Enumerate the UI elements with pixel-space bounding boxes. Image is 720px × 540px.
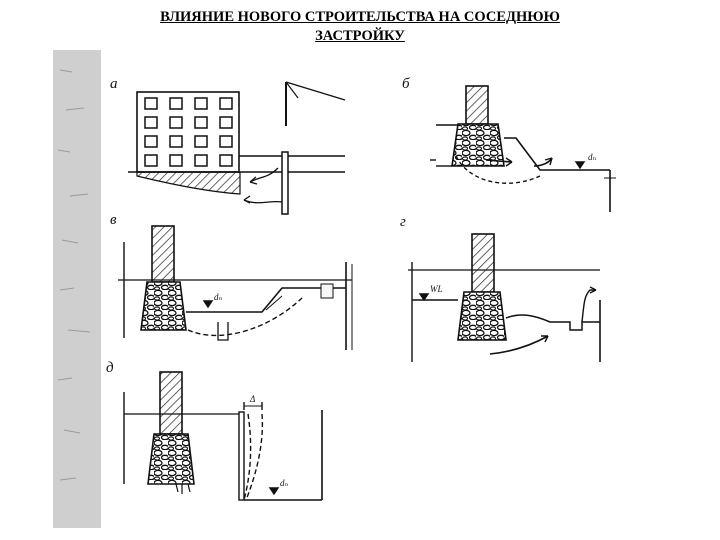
rubble-foundation: [457, 291, 507, 341]
excavation-profile: [505, 314, 600, 331]
panel-d-level-mark: dₙ: [280, 478, 289, 488]
rubble-foundation: [140, 281, 187, 331]
rubble-foundation: [451, 123, 505, 167]
existing-building: [136, 91, 240, 173]
wall-column: [471, 233, 495, 293]
wall-deflection: [243, 413, 252, 501]
panel-g-letter: г: [400, 214, 406, 230]
rubble-foundation: [147, 433, 195, 485]
title-line-1: ВЛИЯНИЕ НОВОГО СТРОИТЕЛЬСТВА НА СОСЕДНЮЮ: [160, 9, 560, 25]
title-line-2: ЗАСТРОЙКУ: [315, 28, 405, 44]
panel-g: г WL: [400, 214, 601, 362]
settlement-zone: [136, 171, 241, 195]
excavation-profile: [186, 287, 346, 313]
panel-b: б dₙ: [402, 76, 616, 212]
scan-edge-strip: [53, 50, 101, 528]
panel-a-letter: а: [110, 76, 118, 92]
wall-column: [159, 371, 183, 435]
panel-v: в dₙ: [110, 212, 353, 350]
wall-column: [151, 225, 175, 283]
building-windows: [144, 97, 233, 167]
retaining-wall: [238, 411, 245, 501]
slip-curve: [187, 297, 303, 337]
panel-b-letter: б: [402, 76, 410, 92]
panel-d-letter: д: [106, 360, 114, 376]
panel-v-letter: в: [110, 212, 117, 228]
sheet-pile: [281, 151, 289, 215]
slide-title: ВЛИЯНИЕ НОВОГО СТРОИТЕЛЬСТВА НА СОСЕДНЮЮ…: [80, 8, 640, 46]
panel-a: а: [110, 76, 346, 215]
wall-column: [465, 85, 489, 125]
panel-g-level-mark: WL: [430, 284, 443, 294]
panel-d-offset-mark: Δ: [249, 394, 255, 404]
panel-v-level-mark: dₙ: [214, 292, 223, 302]
panel-d: д Δ dₙ: [106, 360, 323, 501]
panel-b-level-mark: dₙ: [588, 152, 597, 162]
